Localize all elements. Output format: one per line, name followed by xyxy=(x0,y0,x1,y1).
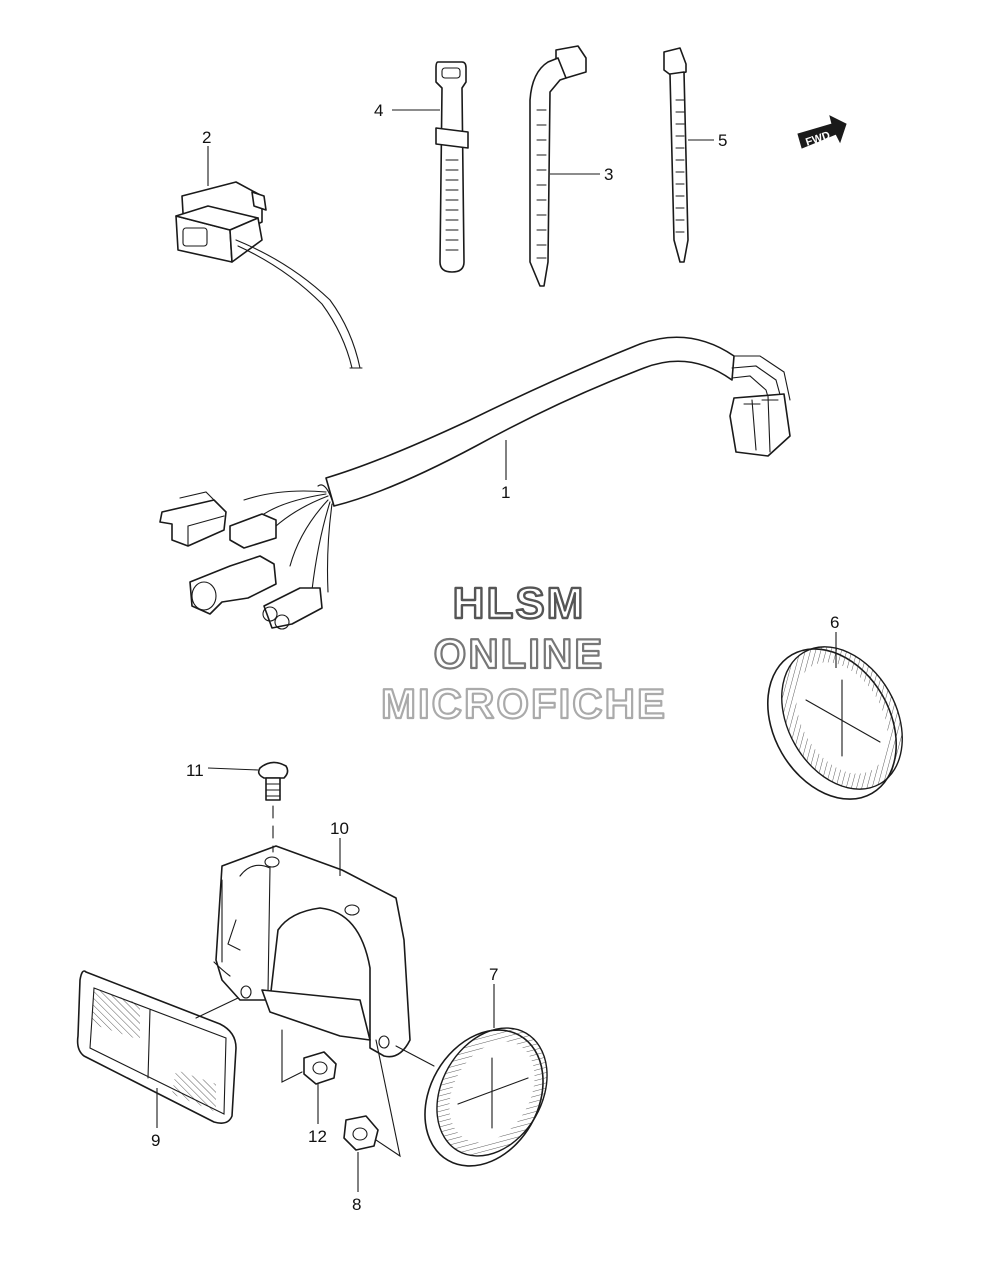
part-12-nut[interactable] xyxy=(303,1051,337,1085)
part-6-round-reflector[interactable] xyxy=(742,625,927,822)
callout-7: 7 xyxy=(489,965,498,984)
assembly-guides xyxy=(195,805,435,1158)
part-9-rectangular-reflector[interactable] xyxy=(76,970,237,1124)
part-1-wiring-harness[interactable] xyxy=(159,336,791,630)
callout-1: 1 xyxy=(501,483,510,502)
part-2-switch[interactable] xyxy=(175,181,363,369)
callouts: 2 4 3 5 1 6 11 10 7 9 12 8 xyxy=(151,101,839,1214)
leader-lines xyxy=(156,109,837,1192)
watermark-line-1: HLSM xyxy=(453,579,586,628)
forward-arrow-icon: FWD xyxy=(797,115,847,149)
callout-2: 2 xyxy=(202,128,211,147)
part-11-screw[interactable] xyxy=(257,761,289,801)
watermark: HLSM ONLINE MICROFICHE xyxy=(380,578,667,728)
part-4-cable-strap[interactable] xyxy=(435,61,469,273)
part-7-round-reflector[interactable] xyxy=(401,1008,569,1187)
callout-5: 5 xyxy=(718,131,727,150)
callout-9: 9 xyxy=(151,1131,160,1150)
callout-11: 11 xyxy=(186,761,204,780)
callout-3: 3 xyxy=(604,165,613,184)
part-5-cable-tie[interactable] xyxy=(663,47,689,263)
callout-12: 12 xyxy=(308,1127,327,1146)
watermark-line-2: ONLINE xyxy=(434,630,605,677)
callout-6: 6 xyxy=(830,613,839,632)
part-3-clamp-band[interactable] xyxy=(529,45,587,287)
callout-10: 10 xyxy=(330,819,349,838)
part-10-bracket[interactable] xyxy=(213,845,411,1058)
callout-8: 8 xyxy=(352,1195,361,1214)
callout-4: 4 xyxy=(374,101,383,120)
watermark-line-3: MICROFICHE xyxy=(381,680,667,727)
part-8-nut[interactable] xyxy=(343,1115,379,1151)
